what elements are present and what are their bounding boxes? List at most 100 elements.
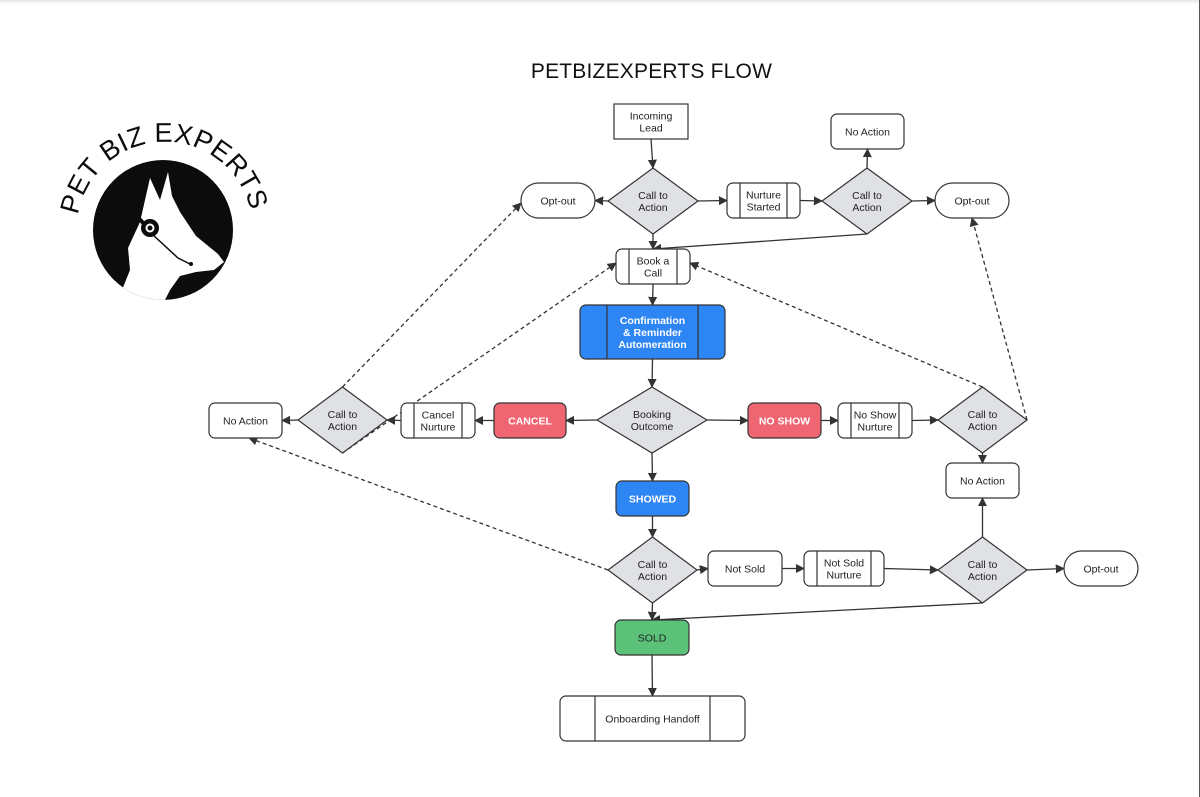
node-label: Confirmation bbox=[620, 315, 685, 327]
box-shape bbox=[615, 248, 691, 285]
box-shape bbox=[559, 695, 746, 742]
box-shape bbox=[400, 402, 476, 439]
edge-cta-3-to-optout-1 bbox=[342, 202, 522, 388]
edge-cta-2-to-optout-2 bbox=[911, 196, 936, 206]
edge-cta-1-to-optout-1 bbox=[594, 196, 609, 206]
edge-cta-5-to-no-action-2 bbox=[248, 436, 609, 571]
node-label: No Action bbox=[960, 476, 1005, 488]
box-shape bbox=[747, 402, 822, 439]
node-label: Opt-out bbox=[1083, 564, 1118, 576]
edge-cta-3-to-book-call bbox=[342, 262, 617, 454]
node-label: Action bbox=[638, 202, 667, 214]
node-label: Call bbox=[644, 268, 662, 280]
node-label: Opt-out bbox=[954, 196, 989, 208]
edge-cta-6-to-sold bbox=[651, 602, 983, 625]
node-label: CANCEL bbox=[508, 416, 552, 428]
node-label: Action bbox=[968, 571, 997, 583]
node-optout-2[interactable]: Opt-out bbox=[934, 182, 1010, 219]
top-shadow bbox=[0, 0, 1200, 4]
node-label: Book a bbox=[637, 256, 670, 268]
node-label: Call to bbox=[968, 409, 998, 421]
edge-not-sold-nurture-to-cta-6 bbox=[883, 565, 939, 575]
edge-nurture-started-to-cta-2 bbox=[799, 196, 823, 206]
node-showed[interactable]: SHOWED bbox=[615, 480, 690, 517]
node-label: Not Sold bbox=[824, 558, 864, 570]
node-sold[interactable]: SOLD bbox=[614, 619, 690, 656]
node-not-sold[interactable]: Not Sold bbox=[707, 550, 783, 587]
edges-layer bbox=[248, 138, 1065, 697]
box-shape bbox=[493, 402, 567, 439]
decision-shape bbox=[936, 386, 1029, 454]
node-label: No Show bbox=[854, 410, 897, 422]
node-label: Automeration bbox=[618, 339, 686, 351]
decision-shape bbox=[606, 536, 699, 604]
node-onboarding[interactable]: Onboarding Handoff bbox=[559, 695, 746, 742]
node-label: SHOWED bbox=[629, 494, 677, 506]
terminal-shape bbox=[1063, 550, 1139, 587]
dog-headset-icon bbox=[118, 172, 224, 300]
node-no-action-1[interactable]: No Action bbox=[830, 113, 905, 150]
box-shape bbox=[803, 550, 885, 587]
node-label: Action bbox=[852, 202, 881, 214]
edge-confirmation-to-booking-outcome bbox=[647, 358, 657, 388]
node-label: NO SHOW bbox=[759, 416, 810, 428]
page-title: PETBIZEXPERTS FLOW bbox=[530, 60, 773, 83]
node-label: Action bbox=[638, 571, 667, 583]
node-label: Booking bbox=[633, 409, 671, 421]
node-optout-3[interactable]: Opt-out bbox=[1063, 550, 1139, 587]
node-label: Lead bbox=[639, 123, 663, 135]
edge-booking-outcome-to-cancel bbox=[565, 415, 598, 425]
decision-shape bbox=[296, 386, 389, 454]
node-no-action-3[interactable]: No Action bbox=[945, 462, 1020, 499]
node-label: Action bbox=[968, 421, 997, 433]
edge-booking-outcome-to-no-show bbox=[706, 415, 749, 425]
rect-shape bbox=[613, 103, 689, 140]
node-label: Nurture bbox=[857, 422, 892, 434]
node-no-action-2[interactable]: No Action bbox=[208, 402, 283, 439]
box-shape bbox=[208, 402, 283, 439]
node-label: Call to bbox=[638, 190, 668, 202]
node-label: Nurture bbox=[420, 422, 455, 434]
edge-cta-2-to-no-action-1 bbox=[862, 148, 872, 169]
node-label: Nurture bbox=[826, 570, 861, 582]
node-label: Call to bbox=[328, 409, 358, 421]
edge-book-call-to-confirmation bbox=[648, 283, 658, 306]
decision-shape bbox=[936, 536, 1029, 604]
node-optout-1[interactable]: Opt-out bbox=[520, 182, 596, 219]
decision-shape bbox=[595, 386, 709, 454]
box-shape bbox=[615, 480, 690, 517]
decision-shape bbox=[606, 167, 700, 235]
node-label: Started bbox=[747, 202, 781, 214]
box-shape bbox=[726, 182, 801, 219]
node-label: Call to bbox=[638, 559, 668, 571]
edge-cta-4-to-book-call bbox=[689, 262, 983, 388]
node-label: Incoming bbox=[630, 111, 673, 123]
node-no-show[interactable]: NO SHOW bbox=[747, 402, 822, 439]
terminal-shape bbox=[934, 182, 1010, 219]
box-shape bbox=[707, 550, 783, 587]
node-label: Call to bbox=[852, 190, 882, 202]
node-label: Call to bbox=[968, 559, 998, 571]
node-label: Cancel bbox=[422, 410, 455, 422]
node-label: No Action bbox=[845, 127, 890, 139]
node-label: Nurture bbox=[746, 190, 781, 202]
node-cancel[interactable]: CANCEL bbox=[493, 402, 567, 439]
edge-cta-3-to-no-action-2 bbox=[281, 415, 299, 425]
edge-cta-5-to-sold bbox=[647, 602, 657, 621]
box-shape bbox=[837, 402, 913, 439]
edge-booking-outcome-to-showed bbox=[647, 452, 657, 482]
